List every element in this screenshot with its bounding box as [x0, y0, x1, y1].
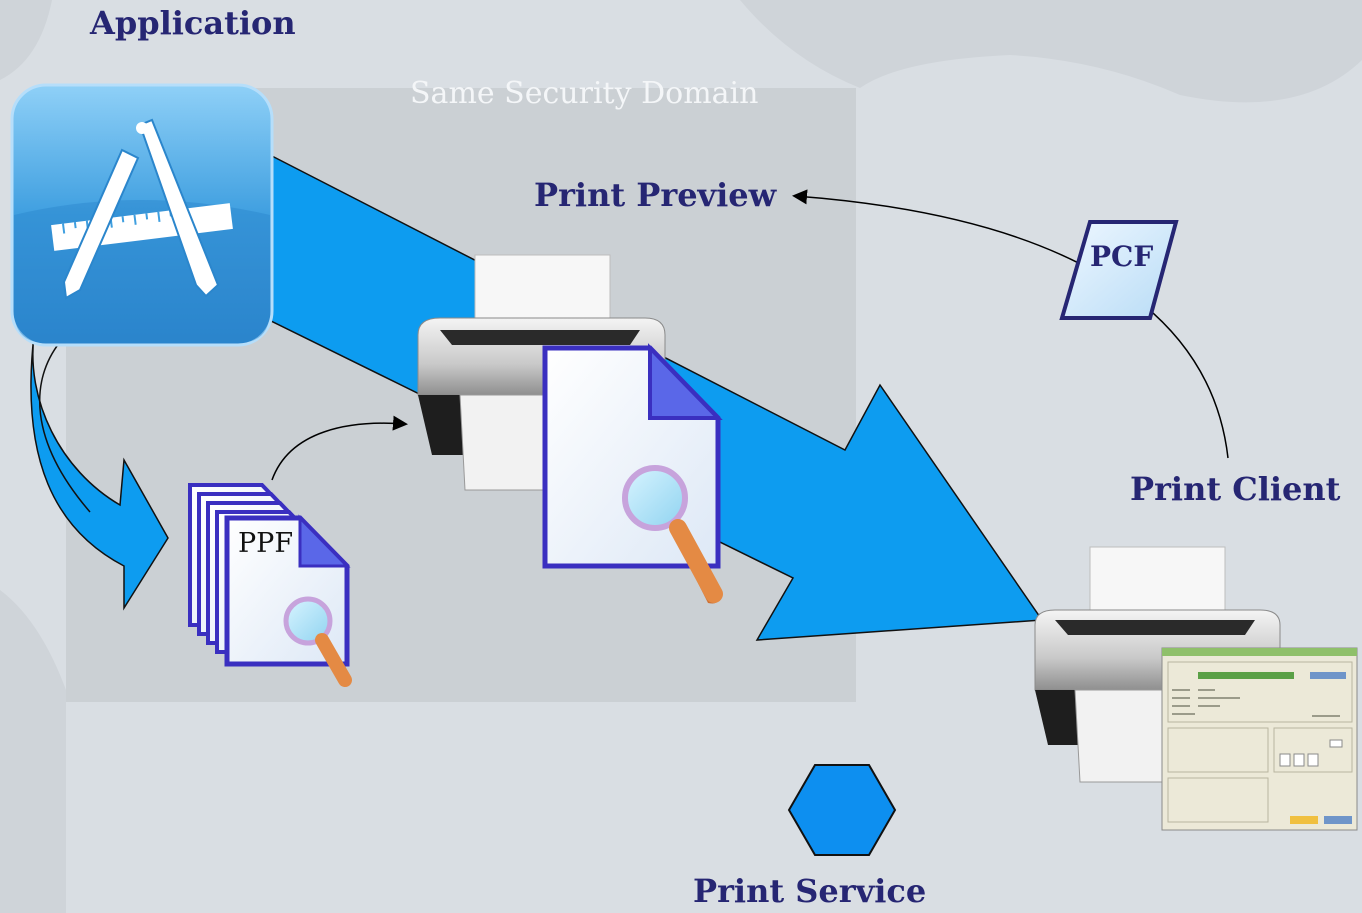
ppf-label: PPF [238, 528, 294, 559]
ppf-documents-icon [188, 483, 352, 687]
app-store-icon [10, 83, 274, 347]
security-domain-label: Same Security Domain [410, 76, 759, 111]
print-preview-label: Print Preview [534, 176, 777, 214]
print-client-label: Print Client [1130, 470, 1341, 508]
pcf-label: PCF [1090, 240, 1154, 273]
hexagon-icon [787, 764, 897, 856]
flow-arrow-app-to-ppf [30, 334, 169, 611]
application-label: Application [90, 4, 296, 42]
document-magnifier-icon [542, 343, 723, 604]
print-service-label: Print Service [693, 872, 927, 910]
pcf-document-icon [1059, 220, 1179, 320]
print-dialog-icon [1161, 647, 1358, 831]
ppf-to-preview-arrow [271, 415, 408, 481]
